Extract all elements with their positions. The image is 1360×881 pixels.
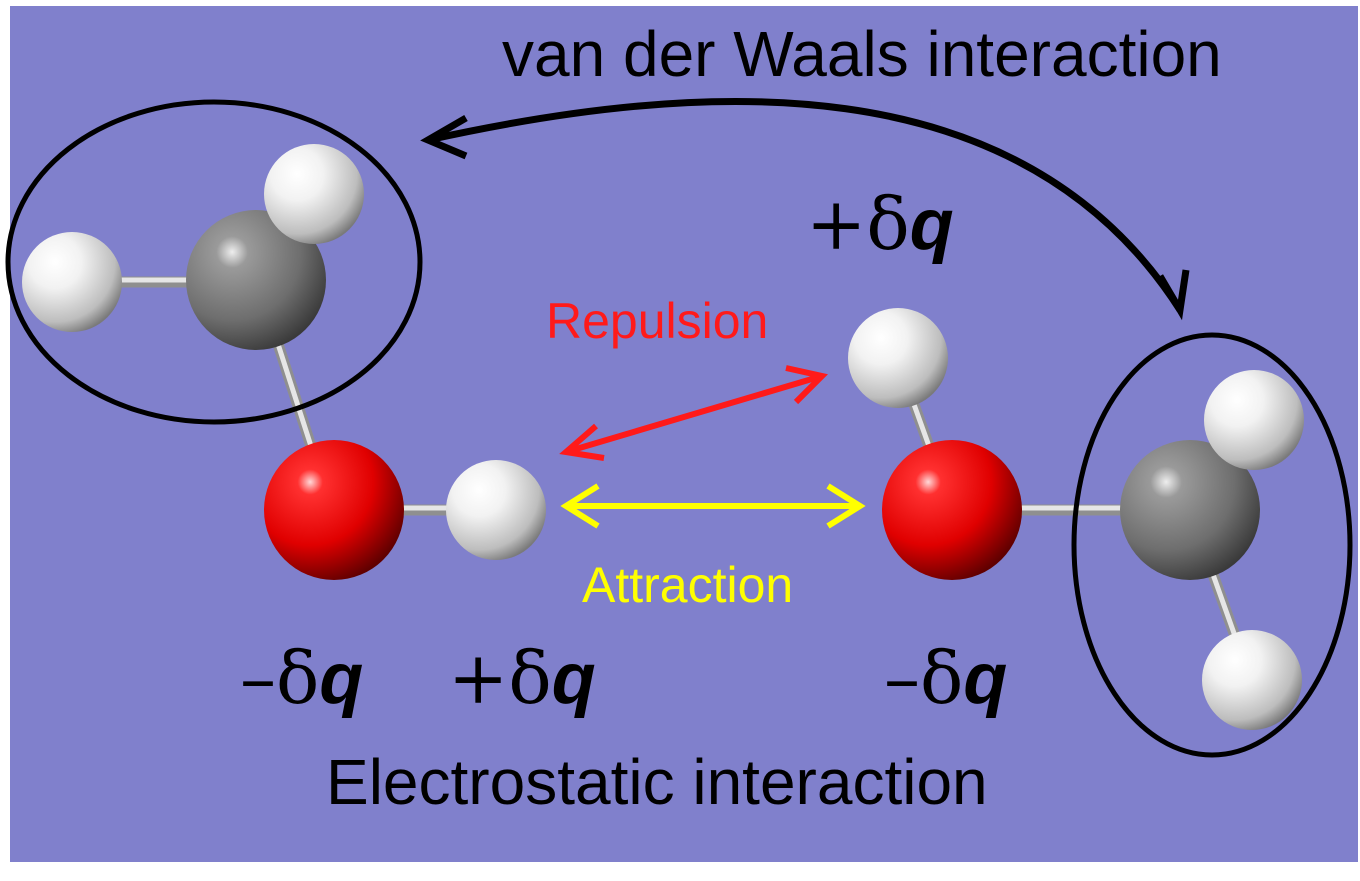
attraction-arrowhead-end <box>826 483 866 529</box>
charge-variable: q <box>963 639 1008 719</box>
charge-prefix: –δ <box>884 636 964 720</box>
charge-prefix: +δ <box>448 636 552 720</box>
hydrogen-atom <box>264 144 364 244</box>
partial-charge-left-oxygen: –δq <box>240 642 363 715</box>
vdw-arrow-curve <box>427 97 1183 312</box>
electrostatic-interaction-label: Electrostatic interaction <box>326 746 988 818</box>
attraction-label: Attraction <box>582 557 794 613</box>
hydrogen-atom <box>848 308 948 408</box>
charge-variable: q <box>319 639 364 719</box>
vdw-arrowhead-left <box>420 114 468 160</box>
vdw-interaction-label: van der Waals interaction <box>502 18 1222 90</box>
charge-variable: q <box>551 639 596 719</box>
vdw-arrowhead-right <box>1156 269 1190 321</box>
repulsion-arrow <box>565 373 823 455</box>
hydrogen-atom <box>1202 630 1302 730</box>
repulsion-arrowhead-start <box>559 423 605 461</box>
carbon-atom <box>186 210 326 350</box>
charge-prefix: +δ <box>806 182 910 266</box>
partial-charge-left-hydrogen: +δq <box>448 642 596 715</box>
carbon-atom <box>1120 440 1260 580</box>
methyl-group-outline-left <box>5 99 423 425</box>
charge-prefix: –δ <box>240 636 320 720</box>
partial-charge-right-oxygen: –δq <box>884 642 1007 715</box>
background-panel <box>10 6 1358 862</box>
repulsion-arrowhead-end <box>785 365 828 405</box>
partial-charge-top-hydrogen: +δq <box>806 188 954 261</box>
hydrogen-atom <box>1204 370 1304 470</box>
charge-variable: q <box>909 185 954 265</box>
methyl-group-outline-right <box>1071 332 1353 758</box>
oxygen-atom <box>264 440 404 580</box>
hydrogen-atom <box>22 232 122 332</box>
attraction-arrowhead-start <box>560 483 600 529</box>
hydrogen-atom <box>446 460 546 560</box>
oxygen-atom <box>882 440 1022 580</box>
repulsion-label: Repulsion <box>546 293 769 349</box>
